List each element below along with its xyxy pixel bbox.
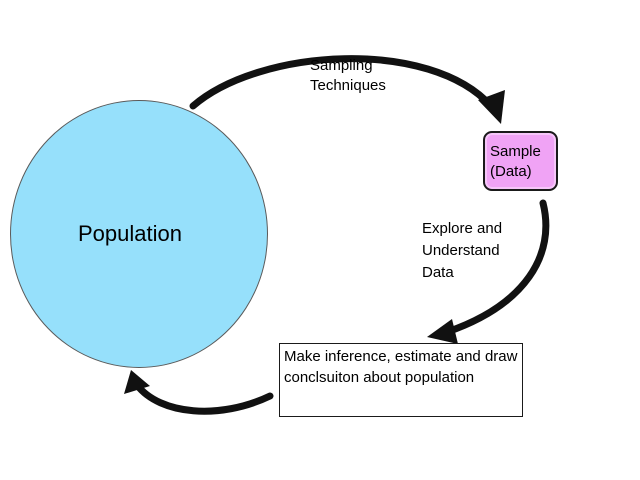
arrowhead-inference xyxy=(427,319,458,344)
arrow-inference-to-population xyxy=(133,381,274,415)
arrowhead-sample xyxy=(478,90,505,124)
sample-sublabel: (Data) xyxy=(490,163,532,180)
inference-text: Make inference, estimate and draw concls… xyxy=(284,348,518,386)
population-label: Population xyxy=(78,221,182,246)
sampling-label-line2: Techniques xyxy=(310,77,386,94)
sample-box: Sample (Data) xyxy=(483,131,558,191)
arrow-sample-to-inference xyxy=(443,199,550,336)
sampling-label-line1: Sampling xyxy=(310,57,373,74)
sample-label: Sample xyxy=(490,143,541,160)
inference-box: Make inference, estimate and draw concls… xyxy=(279,343,523,417)
explore-data-label: Explore and Understand Data xyxy=(422,218,502,284)
explore-label-line2: Understand xyxy=(422,242,500,259)
explore-label-line1: Explore and xyxy=(422,220,503,237)
arrow-population-to-sample xyxy=(189,55,495,110)
population-circle: Population xyxy=(10,100,268,368)
explore-label-line3: Data xyxy=(422,264,454,281)
sampling-techniques-label: Sampling Techniques xyxy=(310,56,386,96)
arrowhead-population xyxy=(124,370,150,394)
